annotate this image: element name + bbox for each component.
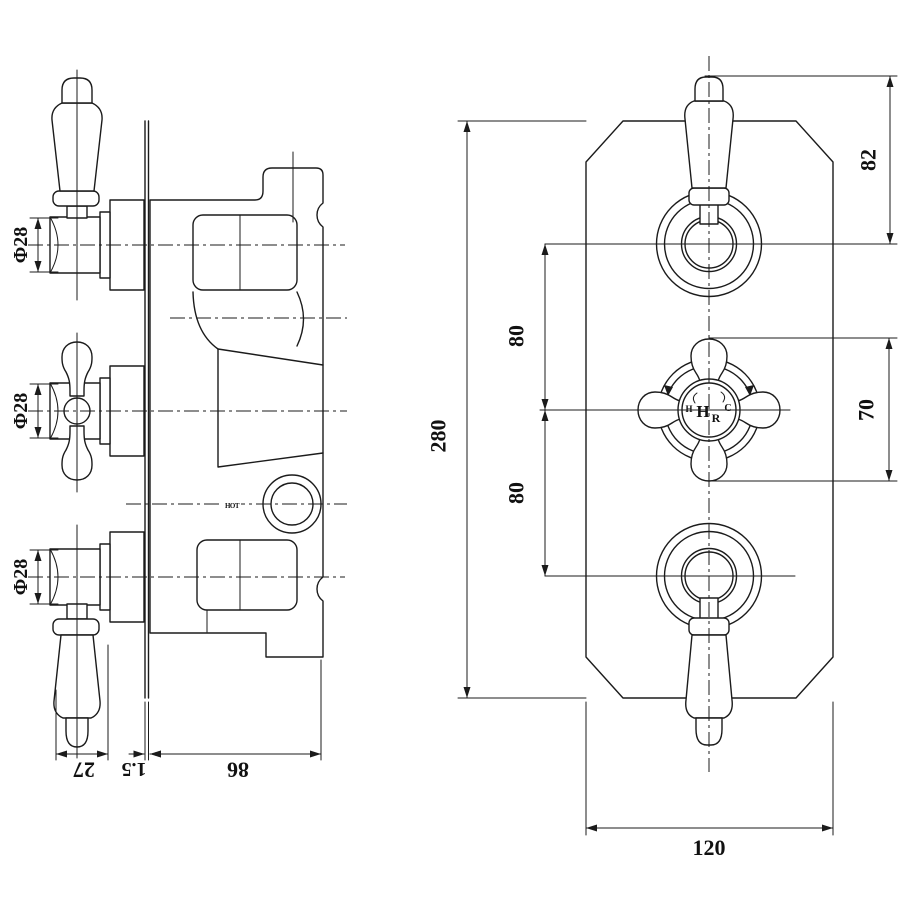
dim-phi28-top: Φ28 xyxy=(10,217,59,273)
lever-collar-side xyxy=(52,190,100,207)
dim-arrows xyxy=(541,244,549,576)
side-trim-bottom xyxy=(49,531,145,748)
hot-rotation-tick xyxy=(692,392,698,404)
front-view: H R H C 82 xyxy=(426,56,898,860)
extension-lines xyxy=(585,701,834,836)
dim-text-82: 82 xyxy=(856,149,881,171)
extension-lines xyxy=(708,337,898,482)
faceplate xyxy=(585,120,834,699)
cold-rotation-tick xyxy=(720,391,726,403)
mixer-funnel-shoulder xyxy=(192,291,219,350)
dim-text-70: 70 xyxy=(854,399,879,421)
dim-phi28-bottom: Φ28 xyxy=(10,549,59,605)
hub-letter-main: H xyxy=(696,402,709,421)
lever-cap xyxy=(695,717,723,746)
dim-text-phi28-bottom: Φ28 xyxy=(10,559,32,596)
lever-grip xyxy=(685,634,733,719)
dim-text-120: 120 xyxy=(693,835,726,860)
hot-indicator-letter: H xyxy=(685,404,692,414)
side-port-bulge xyxy=(296,291,305,347)
port-label-text: HOT xyxy=(225,502,240,510)
dim-text-280: 280 xyxy=(426,420,451,453)
dim-depth-chain: 27 1.5 86 xyxy=(55,644,322,782)
dim-text-80-lower: 80 xyxy=(504,482,529,504)
cold-indicator-letter: C xyxy=(724,403,731,414)
hot-port-label: HOT xyxy=(223,499,241,510)
label-mask xyxy=(223,499,241,509)
dim-text-80-upper: 80 xyxy=(504,325,529,347)
arrows-27 xyxy=(56,750,108,758)
dim-80-80: 80 80 xyxy=(504,243,549,577)
lever-collar-side xyxy=(52,618,100,636)
side-view: HOT Φ28 Φ28 Φ28 27 1.5 xyxy=(10,69,347,782)
dim-text-1p5: 1.5 xyxy=(122,758,147,780)
extension-lines xyxy=(457,120,587,699)
dim-arrows xyxy=(34,218,42,272)
dim-120: 120 xyxy=(585,701,834,860)
hub-letter-sub: R xyxy=(712,411,721,425)
valve-body-outline xyxy=(149,167,324,658)
top-cartridge-block xyxy=(192,214,298,291)
bottom-cartridge-block xyxy=(196,539,298,611)
mixer-funnel xyxy=(217,348,324,468)
dim-280: 280 xyxy=(426,120,587,699)
side-trim-top xyxy=(49,77,145,291)
dim-arrows xyxy=(34,550,42,604)
wall-plate-edge xyxy=(144,120,150,699)
dim-82: 82 xyxy=(704,75,898,245)
dim-text-86: 86 xyxy=(227,757,249,782)
extension-lines xyxy=(55,644,322,761)
dim-text-phi28-top: Φ28 xyxy=(10,227,32,264)
dim-text-phi28-middle: Φ28 xyxy=(10,393,32,430)
dim-arrows xyxy=(34,384,42,438)
dim-phi28-middle: Φ28 xyxy=(10,383,59,439)
dim-text-27: 27 xyxy=(73,757,95,782)
dim-70: 70 xyxy=(708,337,898,482)
